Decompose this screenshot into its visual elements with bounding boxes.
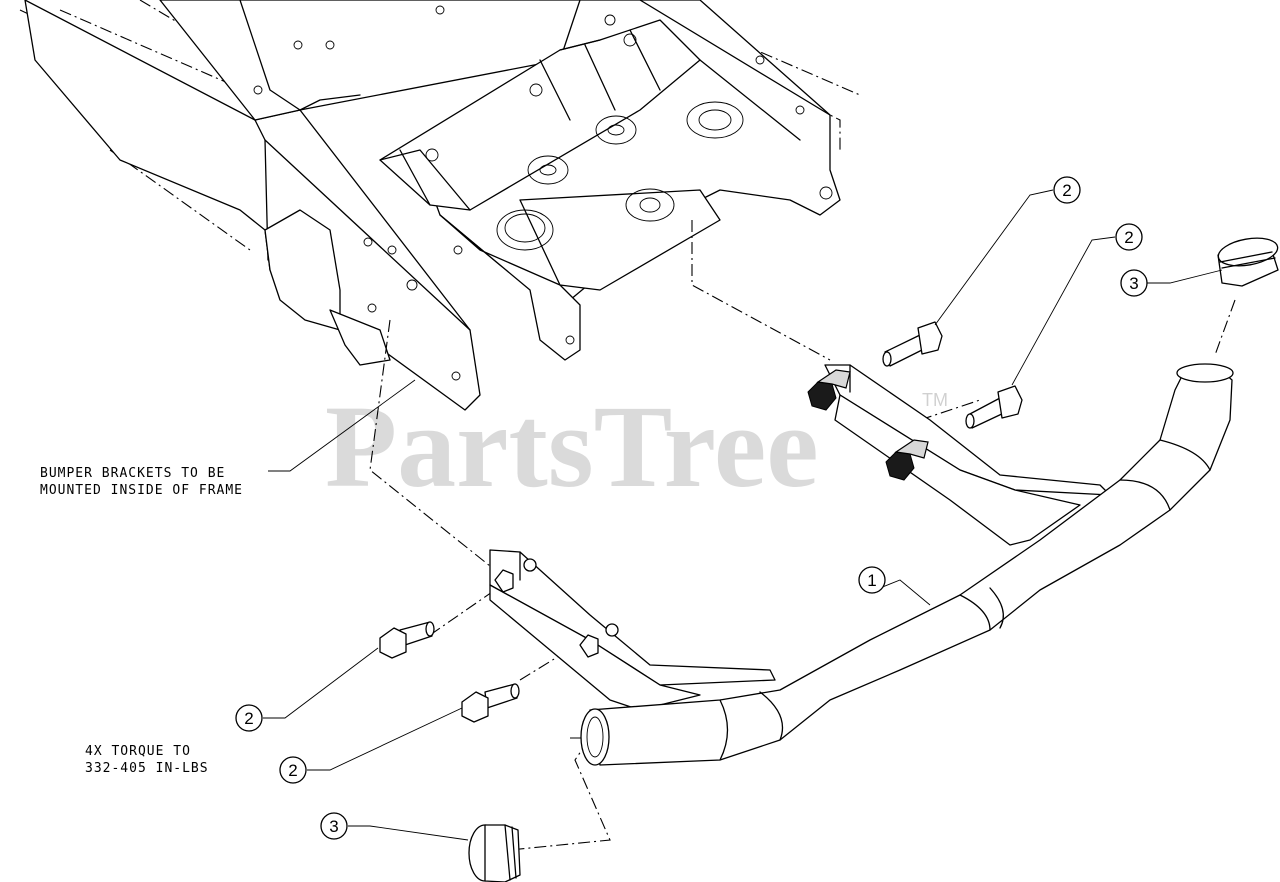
callout-2-label: 2: [288, 761, 297, 780]
callout-1-label: 1: [867, 571, 876, 590]
callout-2-rear-lower: 2: [1115, 223, 1143, 251]
watermark-tm: TM: [922, 390, 948, 410]
watermark-text: PartsTree: [325, 381, 819, 512]
bolt-front-upper: [379, 621, 435, 659]
callout-3-label: 3: [1129, 274, 1138, 293]
callout-3-label: 3: [329, 817, 338, 836]
torque-note-line1: 4X TORQUE TO: [85, 744, 191, 759]
torque-note: 4X TORQUE TO 332-405 IN-LBS: [85, 744, 209, 776]
bumper-bracket-note: BUMPER BRACKETS TO BE MOUNTED INSIDE OF …: [40, 466, 243, 498]
frame-holes: [253, 5, 833, 381]
callout-2-label: 2: [1062, 181, 1071, 200]
callout-3-rear: 3: [1120, 269, 1148, 297]
callout-2-label: 2: [244, 709, 253, 728]
assembly-lines: [369, 220, 1236, 851]
callout-2-label: 2: [1124, 228, 1133, 247]
bumper-bracket-note-line1: BUMPER BRACKETS TO BE: [40, 466, 225, 481]
callout-2-front-upper: 2: [235, 704, 263, 732]
callout-3-front: 3: [320, 812, 348, 840]
callout-1: 1: [858, 566, 886, 594]
partstree-watermark: PartsTree TM: [325, 381, 948, 512]
mower-frame: [19, 0, 861, 411]
bolt-rear-upper: [882, 321, 943, 367]
bolt-front-lower: [461, 683, 520, 723]
torque-note-line2: 332-405 IN-LBS: [85, 761, 209, 776]
callout-2-rear-upper: 2: [1053, 176, 1081, 204]
bolt-rear-lower: [965, 385, 1023, 429]
end-cap-front: [468, 824, 521, 882]
bumper-bracket-note-line2: MOUNTED INSIDE OF FRAME: [40, 483, 243, 498]
end-cap-rear: [1217, 237, 1279, 287]
bumper-assembly: [489, 363, 1234, 766]
callout-2-front-lower: 2: [279, 756, 307, 784]
